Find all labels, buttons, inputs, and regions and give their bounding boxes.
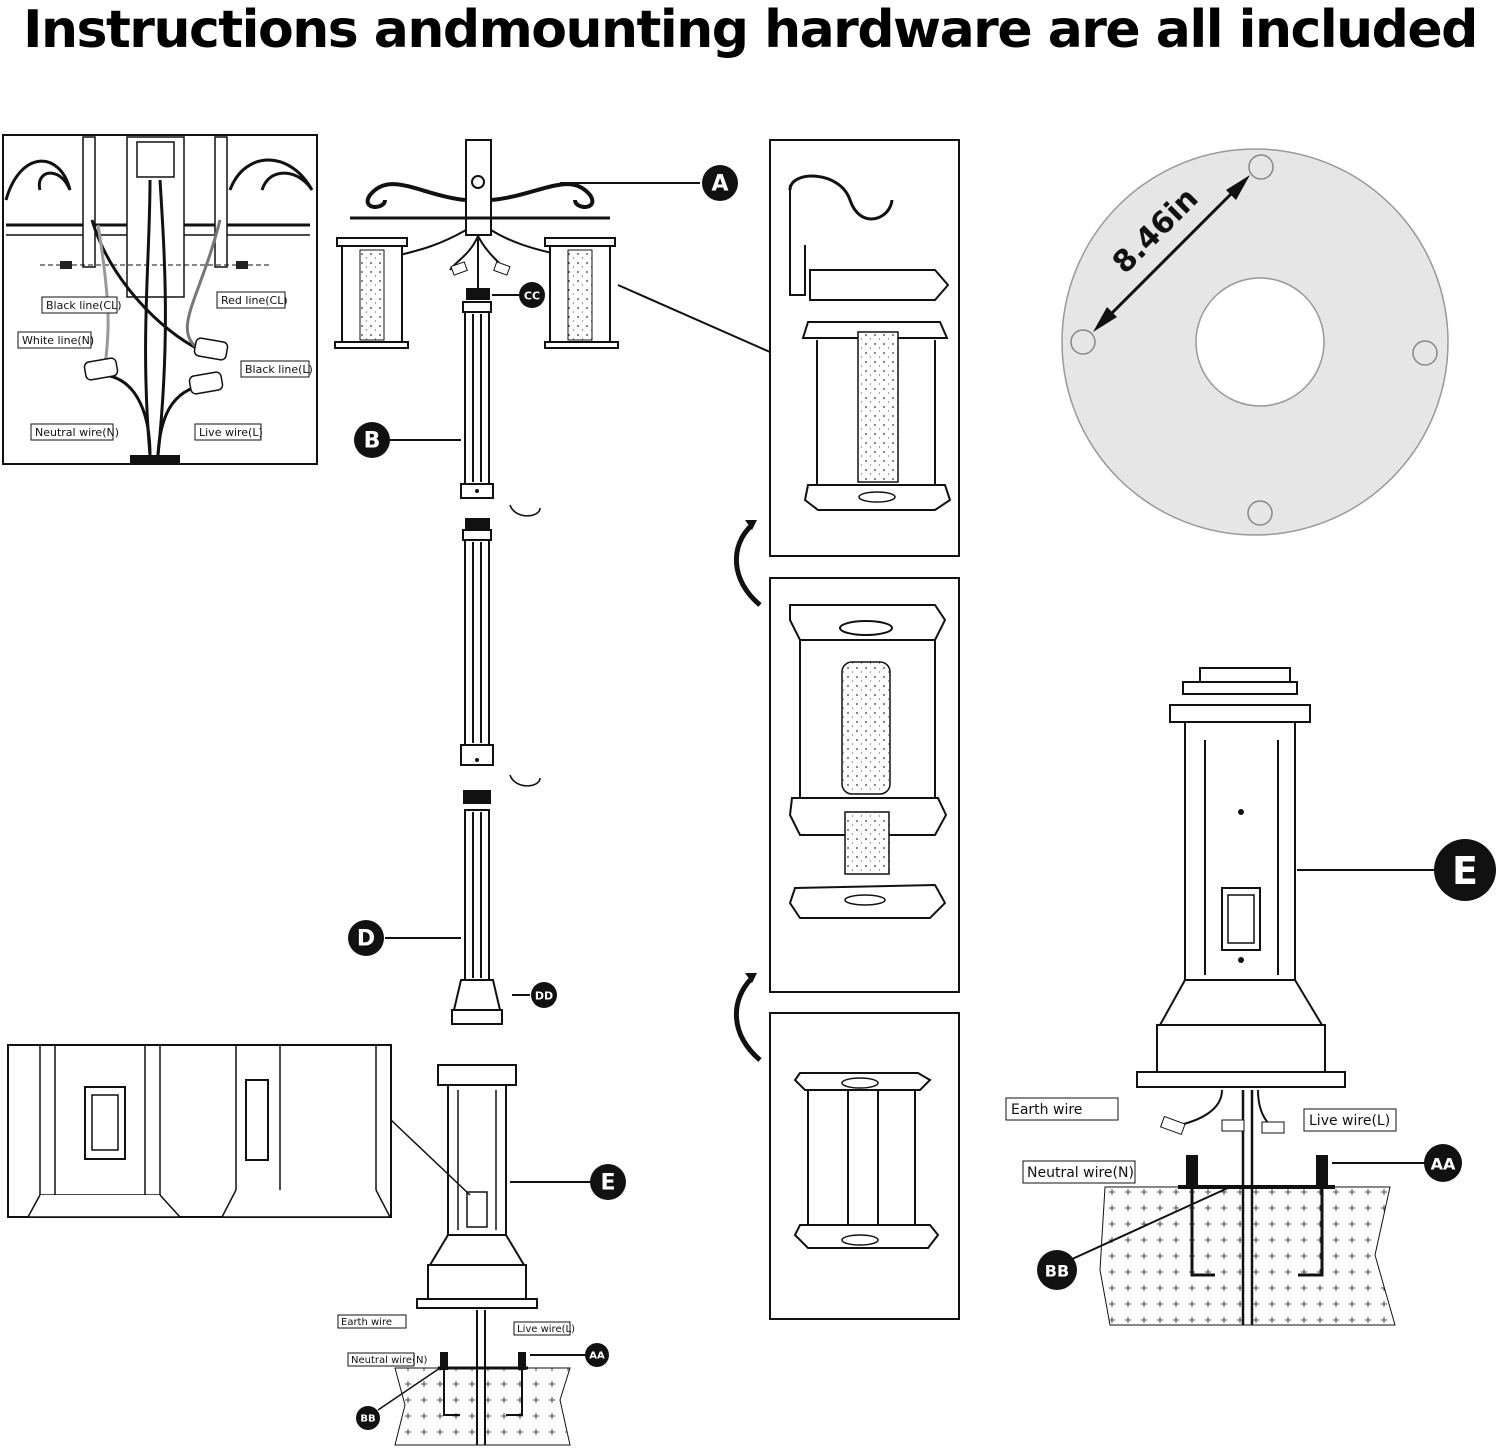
pole-section-d xyxy=(451,790,503,1025)
svg-text:A: A xyxy=(711,172,728,197)
svg-text:DD: DD xyxy=(535,990,553,1003)
rotate-arrow-icon xyxy=(509,774,541,787)
wiring-inset: Black line(CL) Red line(CL) White line(N… xyxy=(2,134,318,465)
svg-text:BB: BB xyxy=(360,1414,375,1425)
label-live-wire: Live wire(L) xyxy=(517,1324,575,1335)
lantern-panel-middle xyxy=(769,577,960,993)
svg-text:BB: BB xyxy=(1045,1262,1069,1281)
svg-text:AA: AA xyxy=(1431,1155,1456,1174)
badge-e-left: E xyxy=(590,1164,626,1200)
label-neutral-wire-n: Neutral wire(N) xyxy=(35,426,119,439)
label-white-line-n: White line(N) xyxy=(22,334,94,347)
label-earth-wire: Earth wire xyxy=(1011,1102,1082,1118)
badge-e-right: E xyxy=(1434,839,1496,901)
label-black-line-l: Black line(L) xyxy=(245,363,313,376)
label-red-line-cl: Red line(CL) xyxy=(221,294,288,307)
curved-arrow-icon xyxy=(733,976,762,1062)
curved-arrow-icon xyxy=(733,523,762,607)
outlet-inset xyxy=(7,1044,471,1218)
svg-text:E: E xyxy=(1452,849,1478,893)
badge-b: B xyxy=(354,422,390,458)
pole-section-middle xyxy=(460,518,494,766)
rotate-arrow-icon xyxy=(509,504,541,517)
badge-a: A xyxy=(702,165,738,201)
badge-bb-left: BB xyxy=(356,1406,380,1430)
label-live-wire-l: Live wire(L) xyxy=(199,426,263,439)
svg-text:AA: AA xyxy=(589,1351,605,1362)
svg-text:CC: CC xyxy=(524,290,540,303)
label-black-line-cl: Black line(CL) xyxy=(46,299,122,312)
lantern-panel-bottom xyxy=(769,1012,960,1320)
svg-text:E: E xyxy=(600,1171,615,1196)
svg-text:B: B xyxy=(364,429,381,454)
label-neutral-wire: Neutral wire(N) xyxy=(1027,1165,1134,1181)
badge-aa-left: AA xyxy=(585,1343,609,1367)
base-e-right: Earth wire Live wire(L) Neutral wire(N) xyxy=(1005,667,1435,1326)
label-live-wire: Live wire(L) xyxy=(1309,1113,1390,1129)
badge-aa-right: AA xyxy=(1424,1144,1462,1182)
badge-dd: DD xyxy=(531,982,557,1008)
label-neutral-wire: Neutral wire(N) xyxy=(351,1355,427,1366)
lantern-panel-top xyxy=(617,139,960,557)
badge-cc: CC xyxy=(519,282,545,308)
base-plate: 8.46in xyxy=(1061,148,1449,536)
lamp-head-assembly xyxy=(334,139,619,349)
pole-section-b xyxy=(460,301,494,499)
page-title: Instructions andmounting hardware are al… xyxy=(23,0,1478,60)
base-e-left: Earth wire Live wire(L) Neutral wire(N) xyxy=(337,1064,575,1446)
badge-bb-right: BB xyxy=(1037,1250,1077,1290)
svg-text:D: D xyxy=(357,927,375,952)
badge-d: D xyxy=(348,920,384,956)
label-earth-wire: Earth wire xyxy=(341,1317,392,1328)
